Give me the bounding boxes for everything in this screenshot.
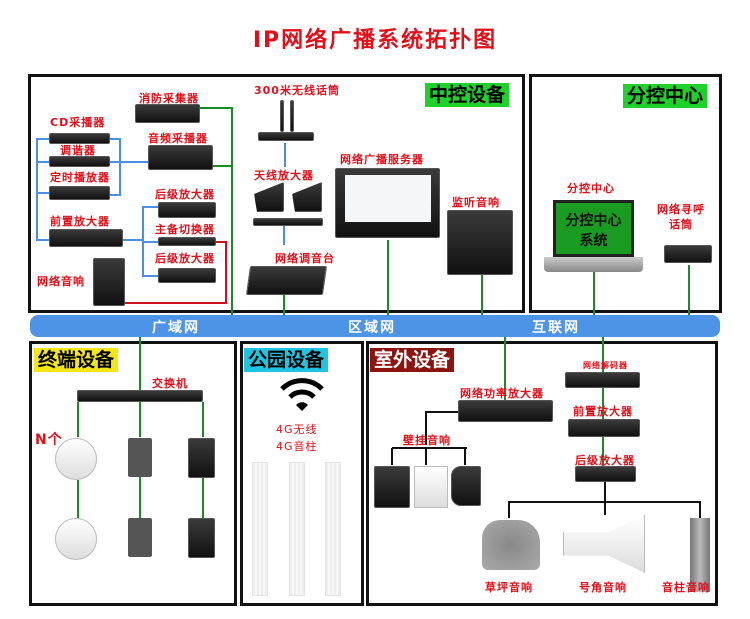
- preamp-label: 前置放大器: [50, 215, 110, 228]
- wireless-mic-label: 300米无线话筒: [254, 84, 340, 97]
- central-equipment-title: 中控设备: [425, 83, 510, 107]
- server-screen: [345, 175, 431, 222]
- park-equipment-title: 公园设备: [244, 348, 329, 372]
- server-label: 网络广播服务器: [340, 153, 424, 166]
- paging-mic-label: 网络寻呼话筒: [657, 202, 705, 232]
- count-label: N个: [35, 432, 63, 448]
- preamp-device: [568, 419, 640, 437]
- column-speaker: [128, 438, 152, 477]
- box-speaker: [188, 518, 215, 558]
- branch-center-title: 分控中心: [623, 84, 708, 108]
- network-amp-label: 网络功率放大器: [460, 387, 544, 400]
- audio-collector-label: 音频采播器: [148, 132, 208, 145]
- laptop-screen: 分控中心系统: [553, 200, 634, 257]
- power-amp-device: [575, 466, 636, 482]
- ceiling-speaker: [55, 518, 97, 560]
- monitor-speaker-label: 监听音响: [452, 196, 500, 209]
- microphone-icon: [290, 100, 294, 132]
- cd-player-device: [49, 133, 110, 144]
- decoder-label: 网络解码器: [583, 361, 628, 370]
- outdoor-equipment-title: 室外设备: [370, 348, 455, 372]
- antenna-amp-device: [253, 218, 323, 226]
- timer-player-label: 定时播放器: [50, 171, 110, 184]
- power-amp-device: [158, 268, 216, 283]
- wall-speaker-label: 壁挂音响: [403, 434, 451, 447]
- switch-label: 交换机: [152, 377, 188, 390]
- power-amp-label: 后级放大器: [575, 454, 635, 467]
- horn-speaker-label: 号角音响: [579, 581, 627, 594]
- terminal-equipment-title: 终端设备: [34, 348, 119, 372]
- 4g-wireless-label: 4G无线: [276, 423, 318, 436]
- wireless-mic-device: [258, 132, 314, 141]
- preamp-device: [49, 229, 123, 247]
- branch-center-label: 分控中心: [567, 182, 615, 195]
- column-speaker: [128, 518, 152, 557]
- ceiling-speaker: [55, 438, 97, 480]
- wall-speaker: [374, 466, 410, 508]
- decoder-device: [565, 372, 640, 388]
- paging-mic-device: [664, 245, 712, 263]
- wall-speaker: [451, 466, 481, 506]
- fire-collector-device: [135, 104, 200, 123]
- tuner-device: [49, 156, 110, 167]
- monitor-speaker-device: [447, 210, 513, 275]
- switcher-device: [158, 237, 216, 246]
- outdoor-column-speaker: [690, 518, 710, 592]
- network-switch-device: [77, 390, 203, 402]
- box-speaker: [188, 438, 215, 478]
- 4g-column-speaker: [289, 462, 305, 596]
- lawn-speaker-label: 草坪音响: [485, 581, 533, 594]
- lawn-speaker: [482, 520, 540, 570]
- paging-mic-text: 网络寻呼话筒: [657, 203, 705, 231]
- internet-label: 互联网: [532, 320, 580, 336]
- laptop-screen-line1: 分控中心: [565, 213, 622, 229]
- microphone-icon: [280, 100, 284, 132]
- tuner-label: 调谐器: [60, 144, 96, 157]
- 4g-column-label: 4G音柱: [276, 440, 318, 453]
- preamp-label: 前置放大器: [573, 405, 633, 418]
- network-speaker-device: [93, 258, 125, 306]
- fire-collector-label: 消防采集器: [139, 92, 199, 105]
- timer-player-device: [49, 186, 110, 200]
- audio-collector-device: [148, 145, 213, 170]
- antenna-amp-label: 天线放大器: [254, 169, 314, 182]
- power-amp-label: 后级放大器: [155, 252, 215, 265]
- network-speaker-label: 网络音响: [37, 275, 85, 288]
- branch-center-panel: [529, 74, 722, 313]
- mixer-label: 网络调音台: [275, 252, 335, 265]
- 4g-column-speaker: [252, 462, 268, 596]
- network-bar: [30, 315, 720, 337]
- lan-label: 区域网: [348, 320, 396, 336]
- laptop-screen-line2: 系统: [579, 233, 608, 249]
- cd-player-label: CD采播器: [50, 116, 106, 129]
- power-amp-label: 后级放大器: [155, 188, 215, 201]
- mixer-device: [245, 266, 328, 295]
- wifi-icon: [280, 378, 324, 411]
- page-title: IP网络广播系统拓扑图: [252, 28, 498, 53]
- switcher-label: 主备切换器: [155, 223, 215, 236]
- wan-label: 广域网: [152, 320, 200, 336]
- column-speaker-label: 音柱音响: [662, 581, 710, 594]
- laptop-base: [544, 257, 643, 272]
- 4g-column-speaker: [325, 462, 341, 596]
- network-amp-device: [458, 400, 553, 422]
- wall-speaker: [414, 466, 448, 508]
- server-device: [335, 168, 440, 238]
- power-amp-device: [158, 202, 216, 218]
